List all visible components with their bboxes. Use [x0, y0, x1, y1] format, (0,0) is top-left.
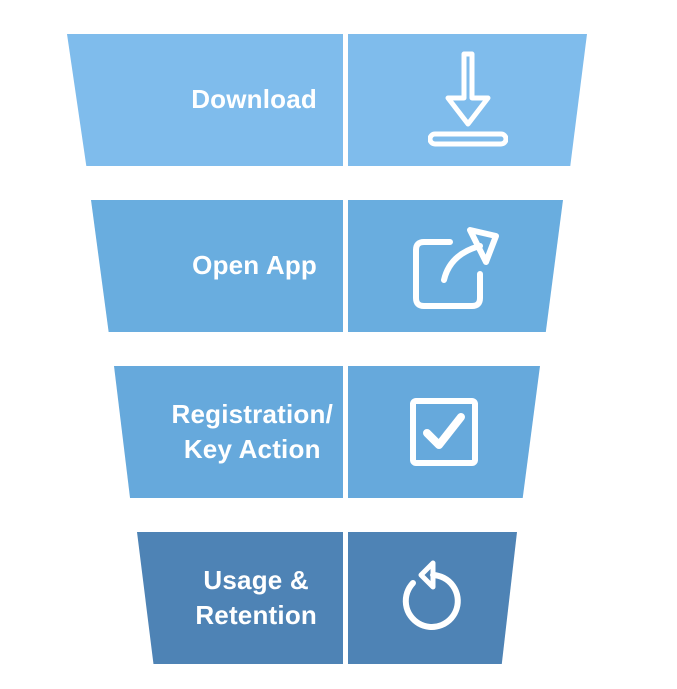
open-external-icon	[412, 227, 499, 309]
stage-label: Download	[191, 84, 317, 115]
stage-label: Registration/ Key Action	[171, 398, 333, 464]
refresh-icon	[402, 560, 461, 630]
stage-icon-panel	[348, 200, 563, 332]
stage-icon-panel	[348, 366, 540, 498]
funnel-stage-registration: Registration/ Key Action	[114, 366, 540, 498]
stage-label-panel: Usage & Retention	[137, 532, 343, 664]
checkbox-checked-icon	[410, 398, 478, 466]
stage-label-panel: Registration/ Key Action	[114, 366, 343, 498]
stage-label: Open App	[192, 250, 317, 281]
stage-icon-panel	[348, 34, 587, 166]
funnel-stage-open-app: Open App	[91, 200, 563, 332]
stage-label: Usage & Retention	[195, 564, 317, 630]
funnel-stage-download: Download	[67, 34, 587, 166]
stage-icon-panel	[348, 532, 517, 664]
stage-label-panel: Download	[67, 34, 343, 166]
download-icon	[427, 51, 508, 147]
funnel-stage-usage-retention: Usage & Retention	[137, 532, 517, 664]
stage-label-panel: Open App	[91, 200, 343, 332]
